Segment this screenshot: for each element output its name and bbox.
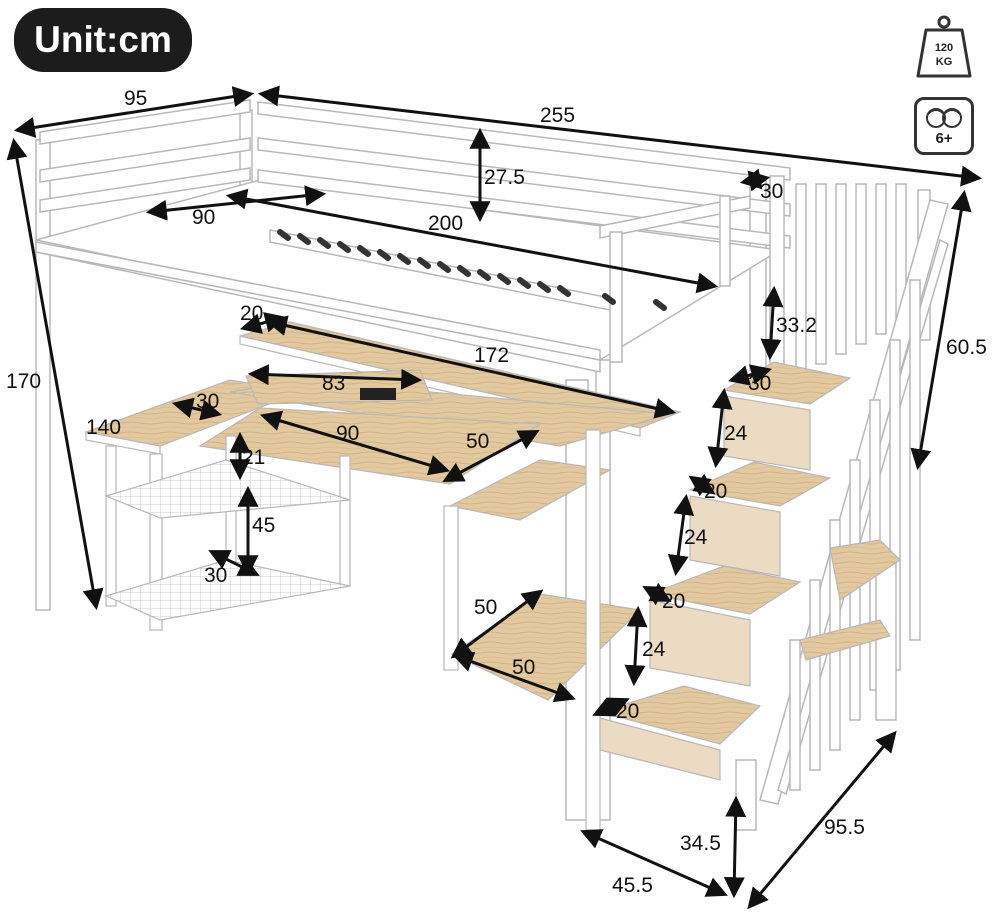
children-icon [926, 108, 962, 128]
unit-badge: Unit:cm [14, 8, 192, 72]
dim-desk-top-width: 90 [336, 422, 360, 445]
dim-shelf-gap: 21 [242, 446, 266, 469]
weight-icon [916, 15, 972, 78]
weight-value: 120 [934, 42, 954, 54]
dim-step-rise-2: 24 [684, 526, 708, 549]
weight-capacity-badge: 120 KG [916, 14, 972, 78]
dim-guardrail-height: 27.5 [484, 166, 525, 189]
dim-step-depth-2: 20 [662, 590, 686, 613]
dim-step-rise-1: 24 [724, 422, 748, 445]
dim-rail-gap: 30 [760, 180, 784, 203]
dim-stair-length: 95.5 [824, 816, 865, 839]
dim-bed-width: 95 [124, 87, 148, 110]
age-badge: 6+ [914, 97, 974, 155]
desk [83, 321, 683, 831]
dim-shelf-depth-top: 20 [240, 302, 264, 325]
dim-shelf-depth: 30 [204, 564, 228, 587]
dim-stair-top-depth: 30 [748, 372, 772, 395]
stairs [597, 361, 901, 781]
dim-cabinet-depth: 50 [512, 656, 536, 679]
dim-bed-length: 255 [540, 104, 576, 127]
dim-stair-base-width: 45.5 [612, 874, 653, 897]
dim-l-desk-length: 140 [86, 416, 122, 439]
dim-step-rise-3: 24 [642, 638, 666, 661]
dim-mattress-length: 200 [428, 212, 464, 235]
age-label: 6+ [935, 130, 953, 147]
weight-unit: KG [935, 56, 953, 68]
dim-step-depth-1: 20 [704, 480, 728, 503]
dim-desk-depth: 50 [466, 430, 490, 453]
dimension-arrows [6, 85, 983, 910]
dim-stair-upper-height: 60.5 [946, 336, 987, 359]
dim-stair-base-height: 34.5 [680, 832, 721, 855]
dim-l-desk-depth: 30 [196, 390, 220, 413]
dim-cabinet-width: 50 [474, 596, 498, 619]
dim-keyboard-tray-width: 83 [322, 372, 346, 395]
dim-clearance-under-bed: 33.2 [776, 314, 817, 337]
dim-shelf-spacing: 45 [252, 514, 276, 537]
unit-label: Unit:cm [34, 19, 172, 60]
dim-desk-length: 172 [474, 344, 510, 367]
dim-total-height: 170 [6, 370, 42, 393]
dim-step-depth-3: 20 [616, 700, 640, 723]
dim-mattress-width: 90 [192, 206, 216, 229]
